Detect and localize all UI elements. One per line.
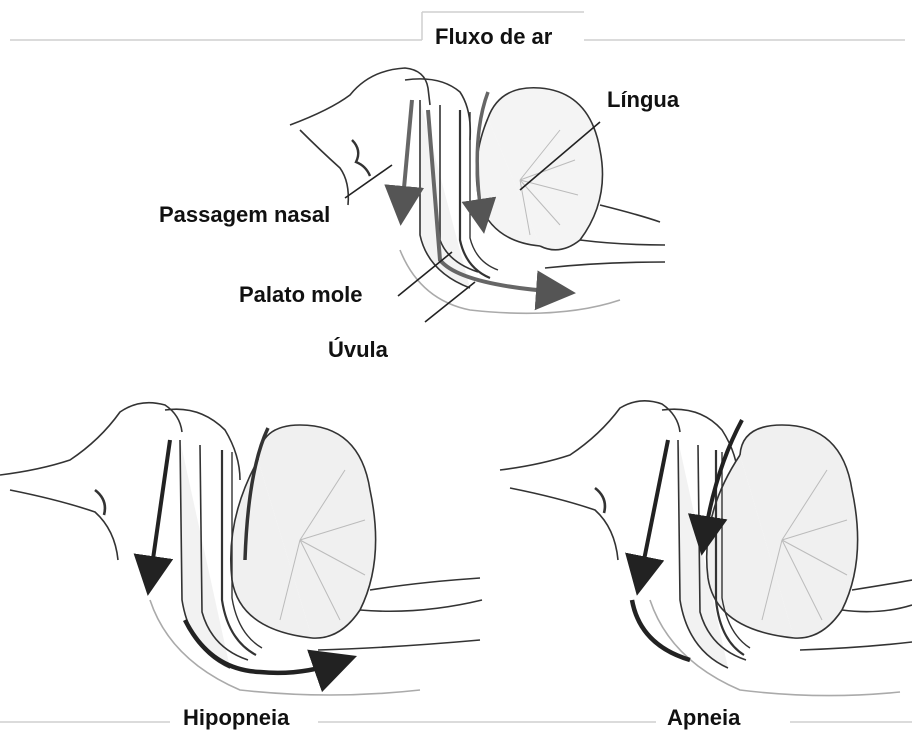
- apnea-airway-illustration: [500, 401, 912, 696]
- label-airflow: Fluxo de ar: [432, 25, 555, 49]
- label-hypopnea: Hipopneia: [180, 706, 292, 730]
- label-soft-palate: Palato mole: [236, 283, 365, 307]
- label-uvula: Úvula: [325, 338, 391, 362]
- leader-line-uvula: [425, 282, 475, 322]
- label-nasal-passage: Passagem nasal: [156, 203, 333, 227]
- hypopnea-airway-illustration: [0, 403, 482, 695]
- label-tongue: Língua: [604, 88, 682, 112]
- leader-line-nasal-passage: [345, 165, 392, 198]
- label-apnea: Apneia: [664, 706, 743, 730]
